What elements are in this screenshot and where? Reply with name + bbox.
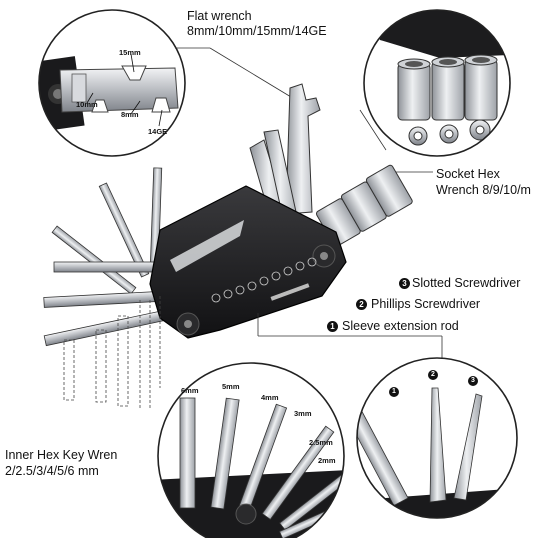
hex-label-6mm: 6mm bbox=[181, 386, 199, 395]
wrench-detail-circle bbox=[38, 9, 186, 157]
number-badge: 3 bbox=[399, 278, 410, 289]
sleeve-text: Sleeve extension rod bbox=[342, 319, 459, 333]
flat-wrench-sizes: 8mm/10mm/15mm/14GE bbox=[187, 24, 327, 38]
hex-guide-lines bbox=[63, 296, 161, 410]
slotted-text: Slotted Screwdriver bbox=[412, 276, 521, 290]
wrench-label-15mm: 15mm bbox=[119, 48, 141, 57]
driver-badge-2: 2 bbox=[428, 370, 438, 380]
wrench-label-14ge: 14GE bbox=[148, 127, 168, 136]
phillips-screwdriver-label: 2 Phillips Screwdriver bbox=[356, 296, 480, 312]
socket-sizes: Wrench 8/9/10/m bbox=[436, 183, 531, 197]
hex-detail-circle bbox=[157, 362, 345, 538]
hex-key-title: Inner Hex Key Wren bbox=[5, 448, 118, 462]
flat-wrench-title: Flat wrench bbox=[187, 9, 252, 23]
hex-label-3mm: 3mm bbox=[294, 409, 312, 418]
number-badge: 2 bbox=[356, 299, 367, 310]
number-badge: 1 bbox=[327, 321, 338, 332]
hex-label-2-5mm: 2.5mm bbox=[309, 438, 333, 447]
socket-title: Socket Hex bbox=[436, 167, 500, 181]
hex-label-5mm: 5mm bbox=[222, 382, 240, 391]
wrench-label-8mm: 8mm bbox=[121, 110, 139, 119]
phillips-text: Phillips Screwdriver bbox=[371, 297, 481, 311]
socket-detail-circle bbox=[363, 9, 511, 157]
hex-label-2mm: 2mm bbox=[318, 456, 336, 465]
main-multitool bbox=[43, 83, 413, 347]
hex-label-4mm: 4mm bbox=[261, 393, 279, 402]
hex-key-sizes: 2/2.5/3/4/5/6 mm bbox=[5, 464, 99, 478]
driver-badge-3: 3 bbox=[468, 376, 478, 386]
driver-detail-circle bbox=[356, 357, 518, 519]
wrench-label-10mm: 10mm bbox=[76, 100, 98, 109]
sleeve-extension-label: 1 Sleeve extension rod bbox=[327, 318, 459, 334]
driver-badge-1: 1 bbox=[389, 387, 399, 397]
